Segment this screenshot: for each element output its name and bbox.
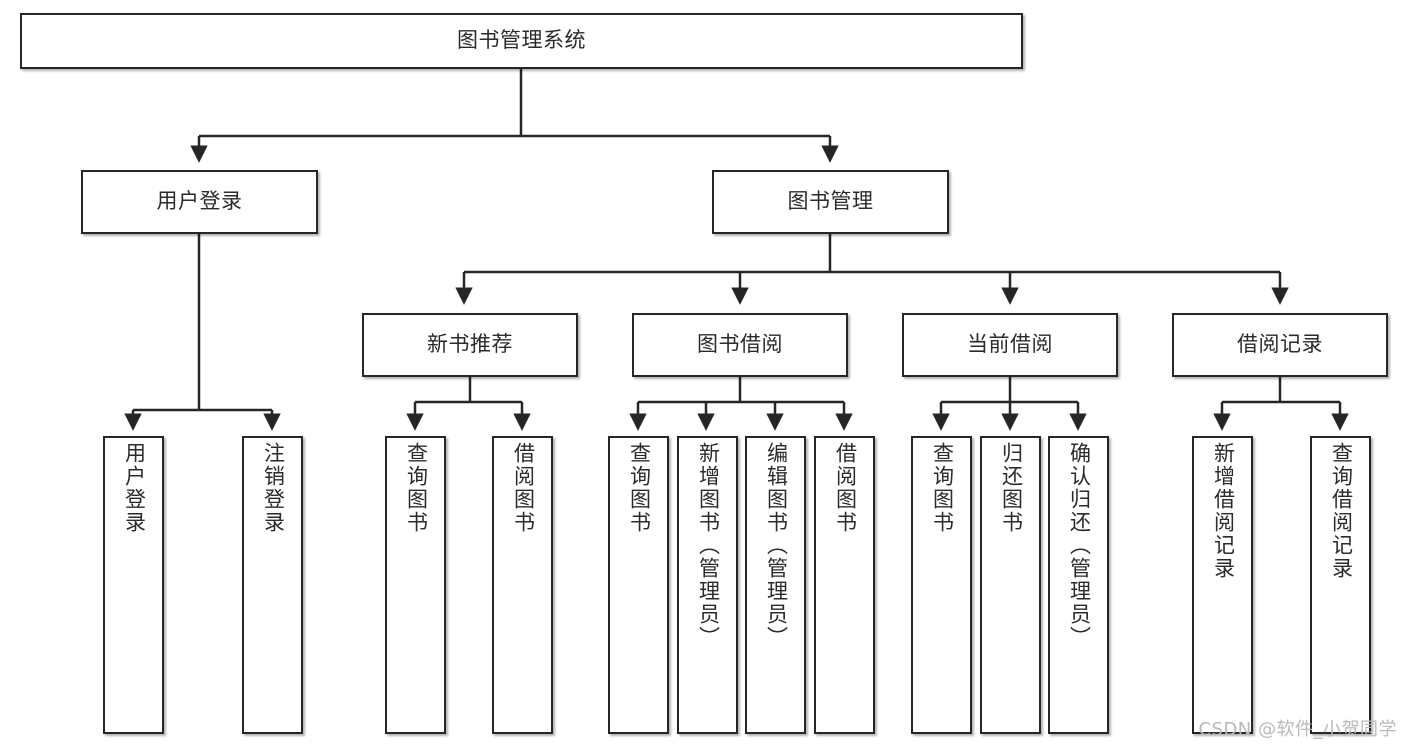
watermark: CSDN @软件_小贺同学 — [1198, 719, 1397, 740]
node-leaf-return-book-label: 归还图书 — [999, 442, 1024, 534]
node-book-manage-label: 图书管理 — [787, 189, 874, 214]
node-leaf-borrow-book-1-label: 借阅图书 — [511, 442, 536, 534]
node-leaf-edit-book-label: 编辑图书（管理员） — [764, 442, 789, 649]
node-root-label: 图书管理系统 — [457, 28, 586, 53]
node-leaf-query-book-1-label: 查询图书 — [404, 442, 429, 534]
node-leaf-add-record-label: 新增借阅记录 — [1211, 442, 1236, 580]
node-leaf-confirm-return-label: 确认归还（管理员） — [1067, 442, 1092, 649]
node-leaf-borrow-book-2-label: 借阅图书 — [833, 442, 858, 534]
node-leaf-add-book-label: 新增图书（管理员） — [696, 442, 721, 649]
node-user-login[interactable]: 用户登录 — [81, 170, 318, 234]
node-leaf-user-login[interactable]: 用户登录 — [103, 436, 164, 734]
node-book-borrow-label: 图书借阅 — [697, 332, 783, 357]
node-new-book-rec[interactable]: 新书推荐 — [362, 313, 578, 377]
node-leaf-query-book-3[interactable]: 查询图书 — [911, 436, 972, 734]
node-leaf-query-book-3-label: 查询图书 — [930, 442, 955, 534]
node-current-borrow[interactable]: 当前借阅 — [902, 313, 1118, 377]
node-leaf-edit-book[interactable]: 编辑图书（管理员） — [745, 436, 806, 734]
node-leaf-query-book-2[interactable]: 查询图书 — [608, 436, 669, 734]
node-leaf-return-book[interactable]: 归还图书 — [980, 436, 1041, 734]
node-leaf-borrow-book-2[interactable]: 借阅图书 — [814, 436, 875, 734]
node-leaf-add-book[interactable]: 新增图书（管理员） — [677, 436, 738, 734]
node-leaf-add-record[interactable]: 新增借阅记录 — [1192, 436, 1253, 734]
node-leaf-query-book-2-label: 查询图书 — [627, 442, 652, 534]
node-root[interactable]: 图书管理系统 — [20, 13, 1023, 69]
node-leaf-user-logout-label: 注销登录 — [261, 442, 286, 534]
node-borrow-record-label: 借阅记录 — [1237, 332, 1323, 357]
node-new-book-rec-label: 新书推荐 — [427, 332, 513, 357]
node-leaf-query-book-1[interactable]: 查询图书 — [385, 436, 446, 734]
node-book-manage[interactable]: 图书管理 — [712, 170, 949, 234]
node-leaf-user-logout[interactable]: 注销登录 — [242, 436, 303, 734]
node-leaf-query-record-label: 查询借阅记录 — [1329, 442, 1354, 580]
node-book-borrow[interactable]: 图书借阅 — [632, 313, 848, 377]
node-user-login-label: 用户登录 — [156, 189, 243, 214]
node-leaf-confirm-return[interactable]: 确认归还（管理员） — [1048, 436, 1109, 734]
node-borrow-record[interactable]: 借阅记录 — [1172, 313, 1388, 377]
node-leaf-user-login-label: 用户登录 — [122, 442, 147, 534]
node-current-borrow-label: 当前借阅 — [967, 332, 1053, 357]
node-leaf-borrow-book-1[interactable]: 借阅图书 — [492, 436, 553, 734]
node-leaf-query-record[interactable]: 查询借阅记录 — [1310, 436, 1371, 734]
